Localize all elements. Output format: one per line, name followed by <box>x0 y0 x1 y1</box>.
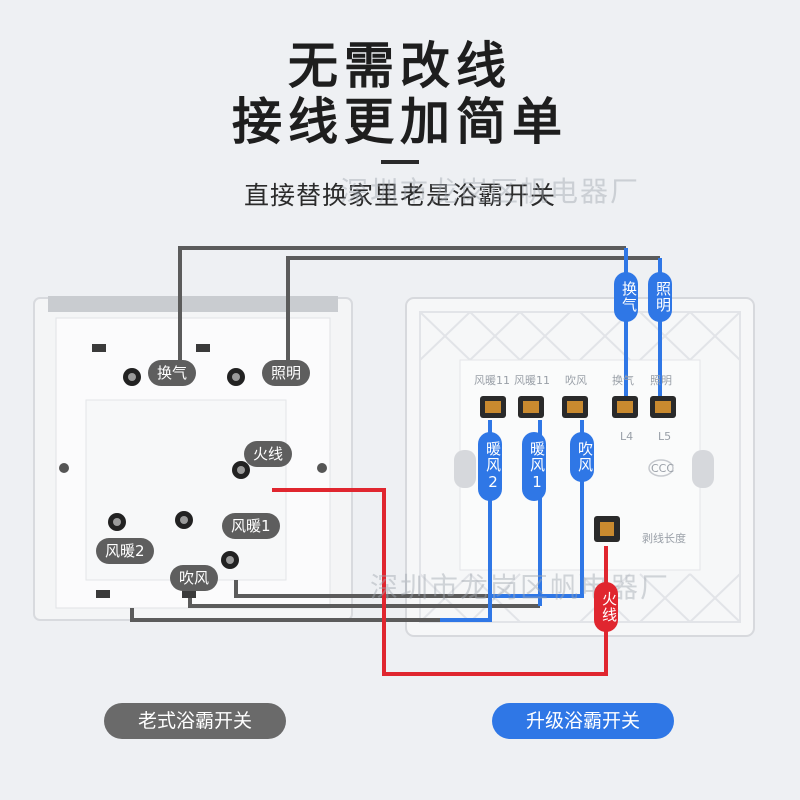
old-switch-caption: 老式浴霸开关 <box>104 703 286 739</box>
strip-length-mark: 剥线长度 <box>642 532 686 545</box>
tag-zhaoming: 照明 <box>648 272 672 322</box>
old-label-chuifeng: 吹风 <box>170 565 219 591</box>
terminal-label-5: 照明 <box>650 374 672 387</box>
title-divider <box>381 160 419 164</box>
terminal-label-3: 吹风 <box>565 374 587 387</box>
subtitle: 直接替换家里老是浴霸开关 <box>243 181 556 210</box>
watermark-top: 深圳市龙岗区帆电器厂 <box>340 175 641 208</box>
terminal-label-1: 风暖11 <box>474 374 510 387</box>
old-label-huoxian: 火线 <box>244 441 293 467</box>
terminal-label-2: 风暖11 <box>514 374 550 387</box>
gray-wires <box>130 246 660 622</box>
headline-line-2: 接线更加简单 <box>232 93 568 151</box>
terminal-code-l5: L5 <box>658 430 672 443</box>
headline-line-1: 无需改线 <box>288 37 512 95</box>
watermark-bottom: 深圳市龙岗区帆电器厂 <box>370 571 671 604</box>
ccc-mark: CCC <box>651 462 675 475</box>
terminal-code-l4: L4 <box>620 430 634 443</box>
tag-huanqi: 换气 <box>614 272 638 322</box>
old-label-zhaoming: 照明 <box>262 360 311 386</box>
old-label-huanqi: 换气 <box>148 360 197 386</box>
old-label-fengnuan1: 风暖1 <box>222 513 280 539</box>
tag-fengnuan2: 暖风2 <box>478 432 502 501</box>
tag-huoxian: 火线 <box>594 582 618 632</box>
tag-chuifeng: 吹风 <box>570 432 594 482</box>
tag-fengnuan1: 暖风1 <box>522 432 546 501</box>
new-switch-caption: 升级浴霸开关 <box>492 703 674 739</box>
old-label-fengnuan2: 风暖2 <box>96 538 154 564</box>
terminal-label-4: 换气 <box>612 374 634 387</box>
